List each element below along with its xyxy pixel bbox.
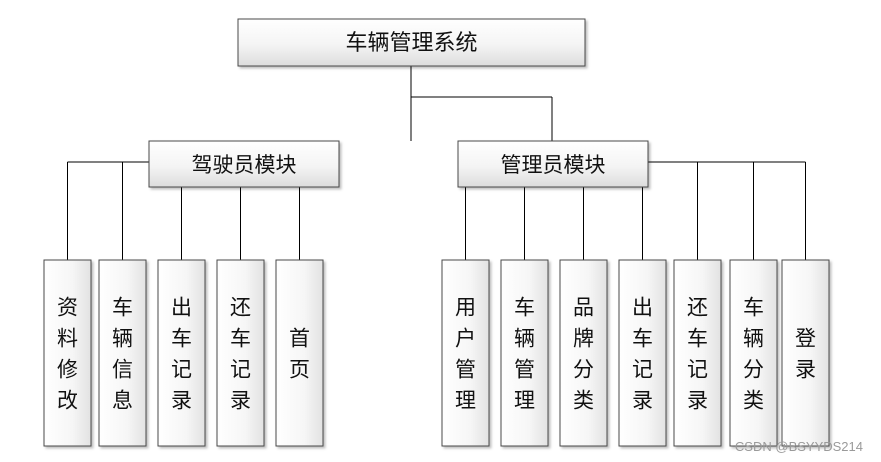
- leaf-label: 出车记录: [171, 295, 192, 412]
- leaf-box: [618, 259, 667, 447]
- leaf-box: [559, 259, 608, 447]
- leaf-node: 首页: [275, 259, 324, 447]
- root-title: 车辆管理系统: [345, 31, 477, 56]
- leaf-node: 出车记录: [618, 259, 667, 447]
- module-box: [457, 140, 649, 188]
- leaf-node: 还车记录: [673, 259, 722, 447]
- module-title: 驾驶员模块: [192, 153, 297, 177]
- leaf-label: 还车记录: [687, 295, 708, 412]
- leaf-box: [781, 259, 830, 447]
- leaf-label: 车辆分类: [743, 295, 764, 412]
- leaf-node: 品牌分类: [559, 259, 608, 447]
- leaf-box: [98, 259, 147, 447]
- leaf-node: 还车记录: [216, 259, 265, 447]
- watermark: CSDN @BSYYDS214: [734, 439, 863, 454]
- leaf-label: 资料修改: [57, 295, 78, 412]
- leaf-node: 用户管理: [441, 259, 490, 447]
- leaf-node: 资料修改: [43, 259, 92, 447]
- leaf-label: 出车记录: [632, 295, 653, 412]
- module-node-1: 管理员模块: [457, 140, 649, 188]
- leaf-box: [157, 259, 206, 447]
- leaf-box: [43, 259, 92, 447]
- leaf-box: [500, 259, 549, 447]
- leaf-box: [673, 259, 722, 447]
- leaf-label: 首页: [289, 326, 310, 381]
- leaf-box: [729, 259, 778, 447]
- leaf-label: 车辆管理: [514, 295, 535, 412]
- module-title: 管理员模块: [501, 153, 606, 177]
- module-node-0: 驾驶员模块: [148, 140, 340, 188]
- root-box: [237, 18, 586, 67]
- leaf-label: 登录: [795, 326, 816, 381]
- leaf-label: 用户管理: [455, 295, 476, 412]
- root-node: 车辆管理系统: [237, 18, 586, 67]
- leaf-node: 车辆信息: [98, 259, 147, 447]
- leaf-node: 车辆管理: [500, 259, 549, 447]
- leaf-label: 还车记录: [230, 295, 251, 412]
- leaf-node: 登录: [781, 259, 830, 447]
- leaf-label: 车辆信息: [112, 295, 133, 412]
- module-box: [148, 140, 340, 188]
- leaf-node: 出车记录: [157, 259, 206, 447]
- leaf-label: 品牌分类: [573, 295, 594, 412]
- leaf-node: 车辆分类: [729, 259, 778, 447]
- leaf-box: [441, 259, 490, 447]
- leaf-box: [275, 259, 324, 447]
- leaf-box: [216, 259, 265, 447]
